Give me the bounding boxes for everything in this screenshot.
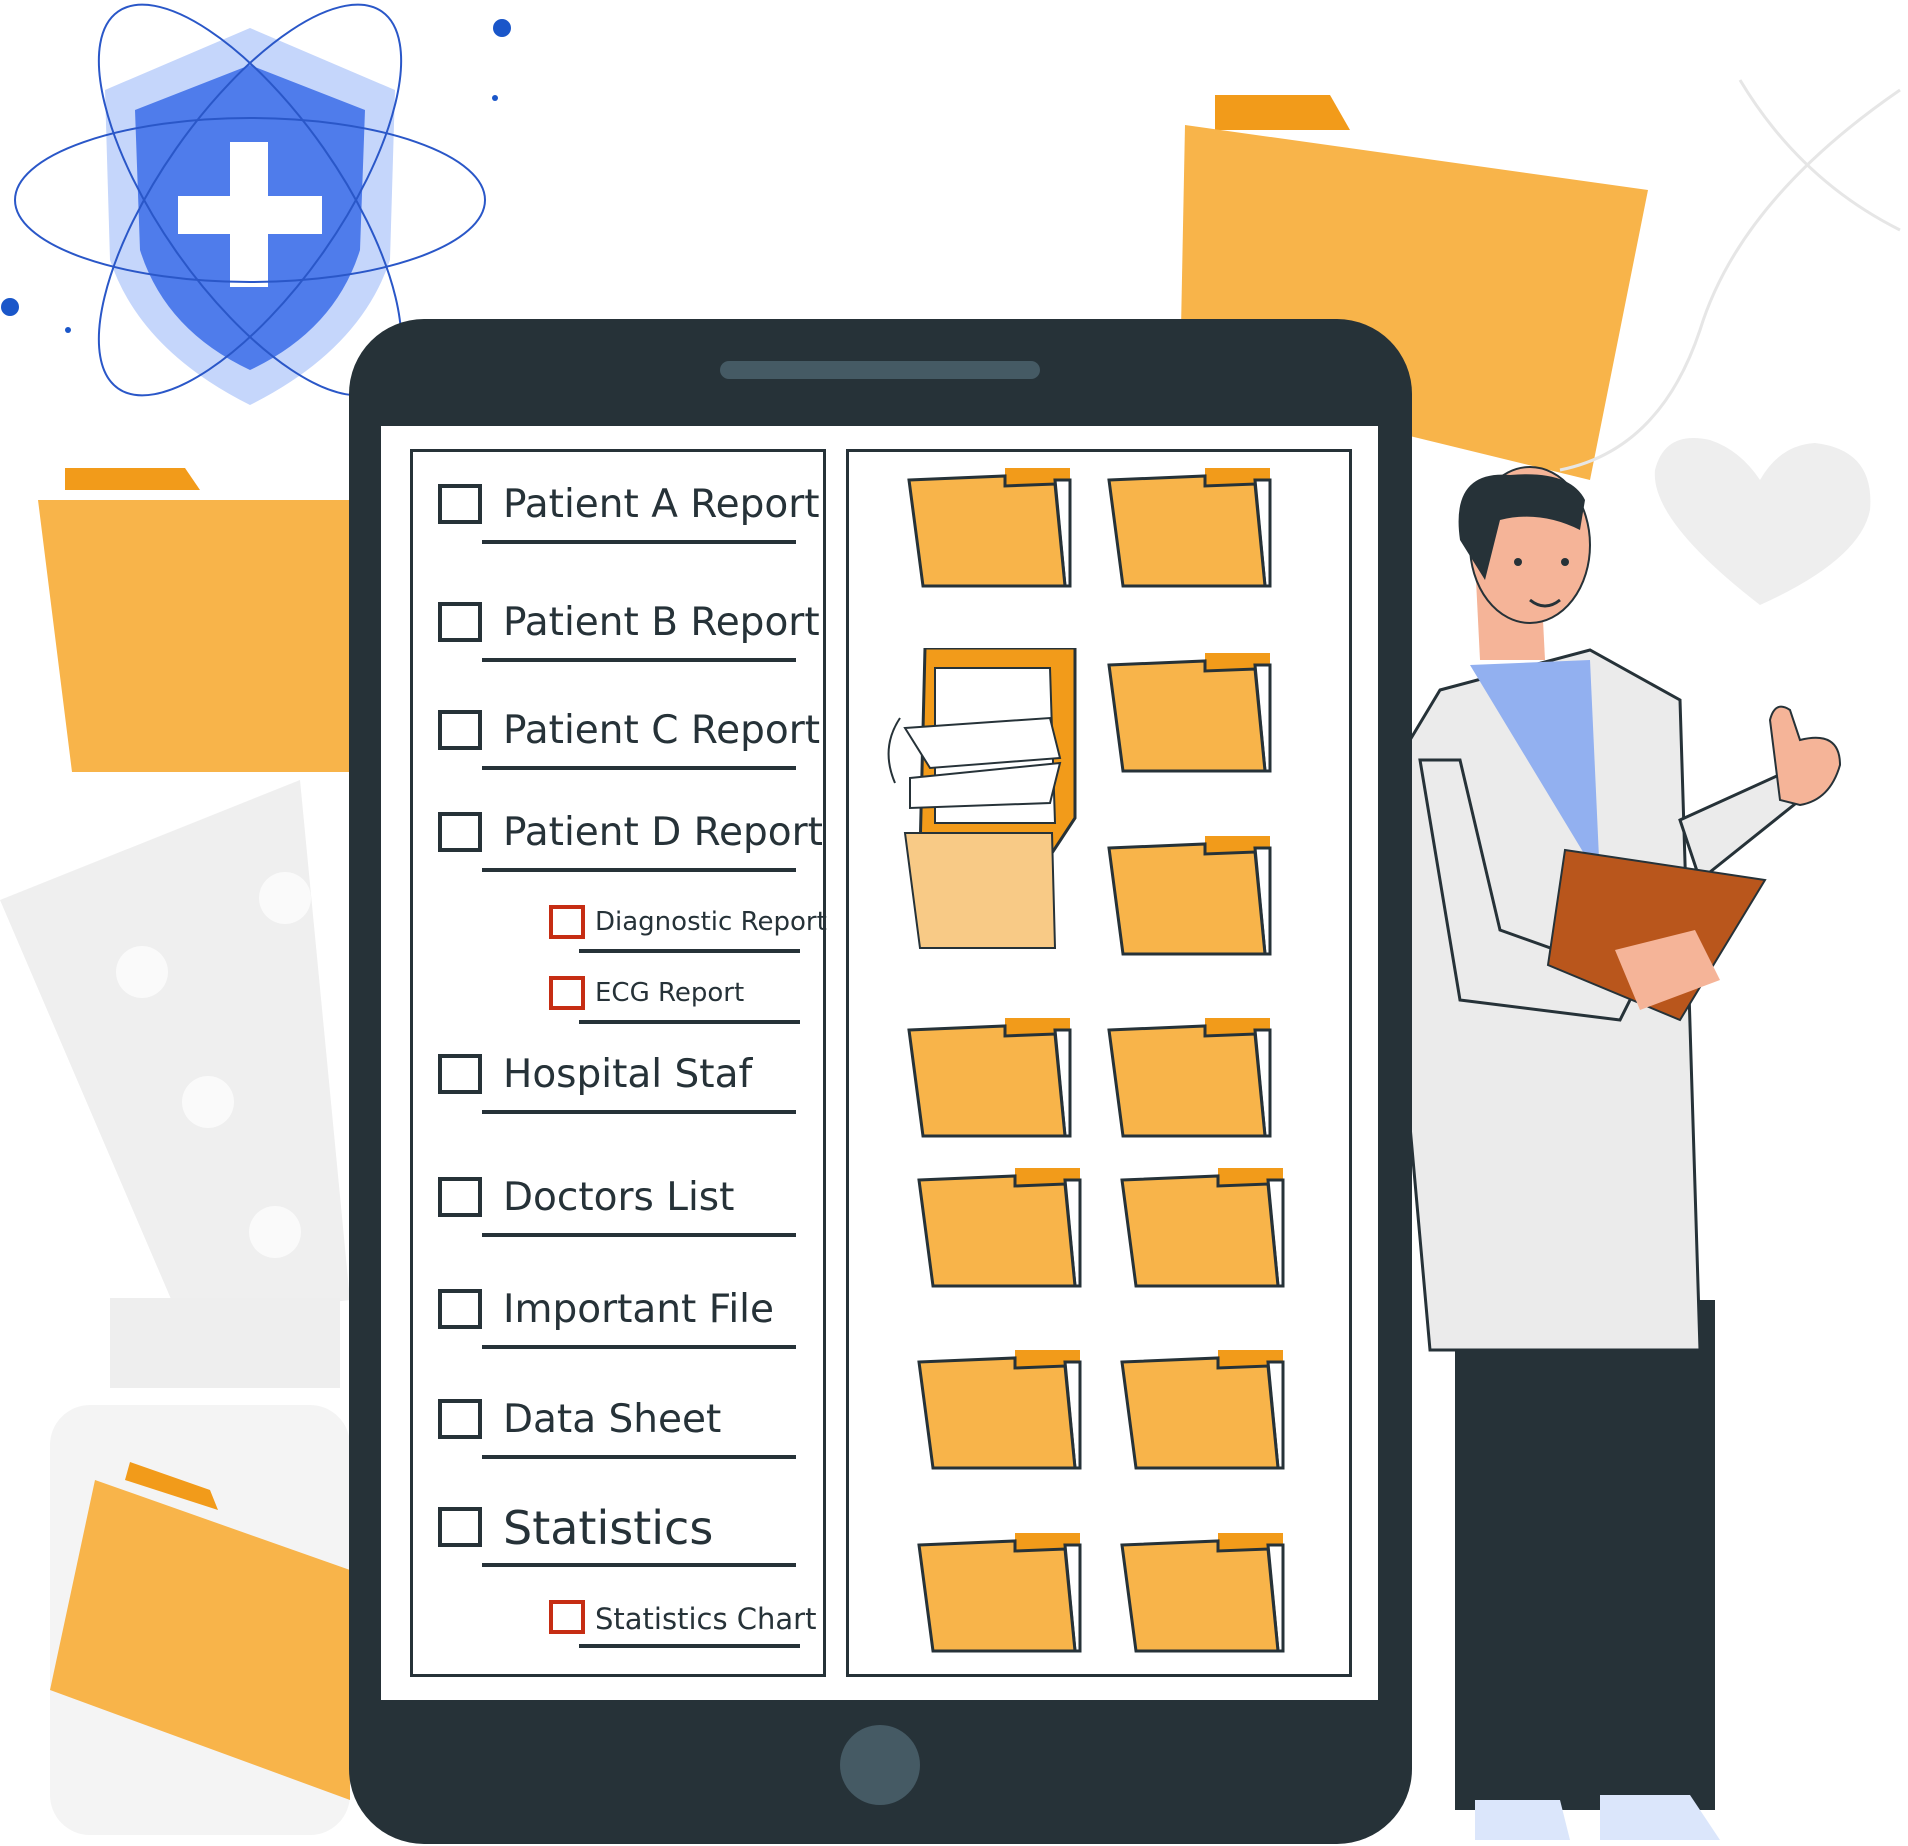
- underline: [482, 1233, 796, 1237]
- checklist-item-label: Hospital Staf: [503, 1052, 753, 1097]
- checklist-panel: [410, 449, 826, 1677]
- doctor-illustration: [1378, 466, 1842, 1840]
- tablet-speaker: [720, 361, 1040, 379]
- checkbox[interactable]: [438, 484, 482, 524]
- checklist-item-label: Important File: [503, 1287, 775, 1332]
- folder-icon[interactable]: [905, 466, 1077, 590]
- checkbox[interactable]: [438, 1177, 482, 1217]
- folder-grid-panel: [846, 449, 1352, 1677]
- checklist-item-label: Doctors List: [503, 1175, 735, 1220]
- folder-icon[interactable]: [1118, 1166, 1290, 1290]
- checklist-item-label: Patient D Report: [503, 810, 823, 855]
- background-folder-bottom-left: [50, 1462, 350, 1800]
- checklist-subitem-label: ECG Report: [595, 978, 745, 1008]
- underline: [482, 868, 796, 872]
- checkbox[interactable]: [438, 1507, 482, 1547]
- checklist-item-label: Patient A Report: [503, 482, 820, 527]
- folder-icon[interactable]: [915, 1348, 1087, 1472]
- underline: [482, 1563, 796, 1567]
- folder-icon[interactable]: [1118, 1348, 1290, 1472]
- background-folder-left: [38, 468, 350, 772]
- underline: [482, 1455, 796, 1459]
- checkbox[interactable]: [438, 1289, 482, 1329]
- folder-icon[interactable]: [915, 1166, 1087, 1290]
- underline: [579, 1020, 800, 1024]
- checkbox[interactable]: [438, 1399, 482, 1439]
- checklist-subitem-label: Statistics Chart: [595, 1602, 817, 1636]
- underline: [482, 658, 796, 662]
- checkbox[interactable]: [438, 602, 482, 642]
- checklist-subitem-label: Diagnostic Report: [595, 907, 827, 937]
- folder-icon[interactable]: [1118, 1531, 1290, 1655]
- underline: [579, 1644, 800, 1648]
- underline: [579, 949, 800, 953]
- folder-icon[interactable]: [905, 1016, 1077, 1140]
- underline: [482, 1345, 796, 1349]
- folder-icon[interactable]: [1105, 466, 1277, 590]
- folder-icon[interactable]: [915, 1531, 1087, 1655]
- checkbox[interactable]: [549, 1600, 585, 1634]
- underline: [482, 1110, 796, 1114]
- tablet-home-button[interactable]: [840, 1725, 920, 1805]
- underline: [482, 540, 796, 544]
- folder-icon[interactable]: [1105, 1016, 1277, 1140]
- underline: [482, 766, 796, 770]
- heart-icon: [1654, 438, 1871, 605]
- checkbox[interactable]: [438, 812, 482, 852]
- dna-icon: [1559, 79, 1901, 472]
- pill-blister-pack: [0, 780, 350, 1320]
- checkbox[interactable]: [438, 1054, 482, 1094]
- checkbox[interactable]: [438, 710, 482, 750]
- checklist-item-label: Data Sheet: [503, 1397, 722, 1442]
- checklist-item-label: Patient C Report: [503, 708, 821, 753]
- checklist-item-label: Patient B Report: [503, 600, 820, 645]
- checkbox[interactable]: [549, 905, 585, 939]
- folder-icon[interactable]: [1105, 651, 1277, 775]
- folder-icon[interactable]: [1105, 834, 1277, 958]
- open-folder-icon[interactable]: [880, 648, 1080, 958]
- checkbox[interactable]: [549, 976, 585, 1010]
- checklist-item-label: Statistics: [503, 1501, 714, 1555]
